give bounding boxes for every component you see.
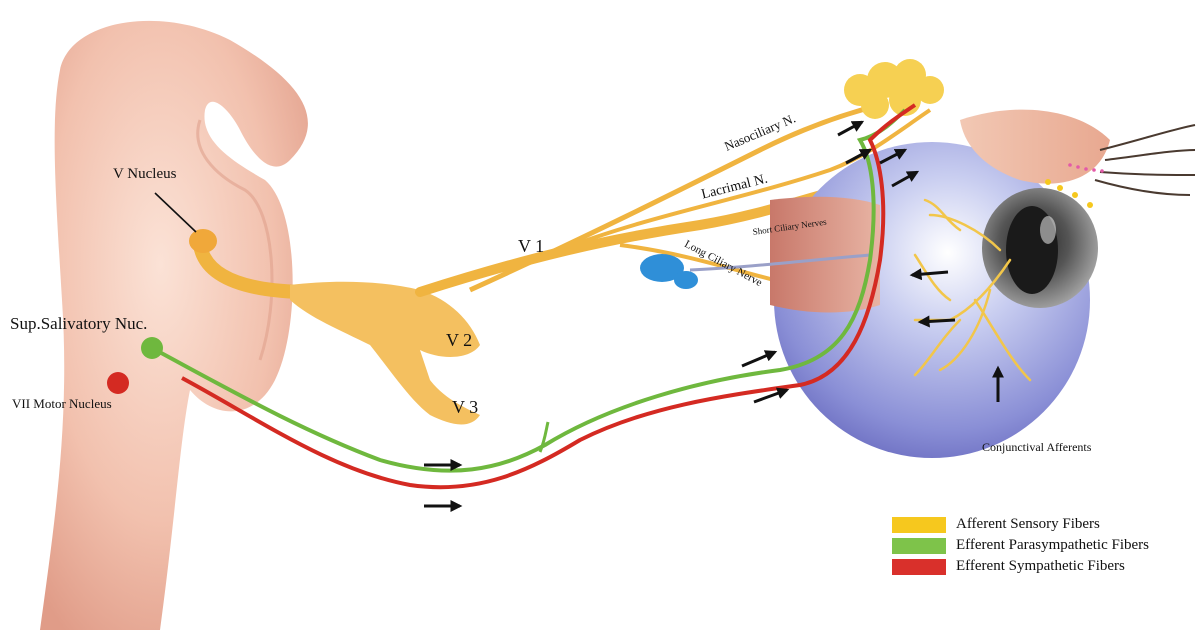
conjunctival-label: Conjunctival Afferents	[982, 440, 1091, 455]
sup-salivatory-label: Sup.Salivatory Nuc.	[10, 314, 147, 334]
legend-label-sensory: Afferent Sensory Fibers	[956, 516, 1100, 533]
v3-label: V 3	[452, 397, 478, 418]
eyelashes	[1095, 125, 1195, 195]
v1-label: V 1	[518, 236, 544, 257]
v-nucleus-node	[189, 229, 217, 253]
legend-item-sensory: Afferent Sensory Fibers	[892, 514, 1192, 535]
legend-item-sympathetic: Efferent Sympathetic Fibers	[892, 556, 1192, 577]
legend: Afferent Sensory Fibers Efferent Parasym…	[892, 514, 1192, 577]
legend-item-parasympathetic: Efferent Parasympathetic Fibers	[892, 535, 1192, 556]
legend-swatch-sensory	[892, 517, 946, 533]
vii-motor-label: VII Motor Nucleus	[12, 396, 112, 412]
legend-label-parasympathetic: Efferent Parasympathetic Fibers	[956, 537, 1149, 554]
legend-swatch-parasympathetic	[892, 538, 946, 554]
pupil-highlight	[1040, 216, 1056, 244]
v-nucleus-label: V Nucleus	[113, 166, 176, 183]
vii-motor-node	[107, 372, 129, 394]
legend-label-sympathetic: Efferent Sympathetic Fibers	[956, 558, 1125, 575]
v2-label: V 2	[446, 330, 472, 351]
sup-salivatory-node	[141, 337, 163, 359]
legend-swatch-sympathetic	[892, 559, 946, 575]
